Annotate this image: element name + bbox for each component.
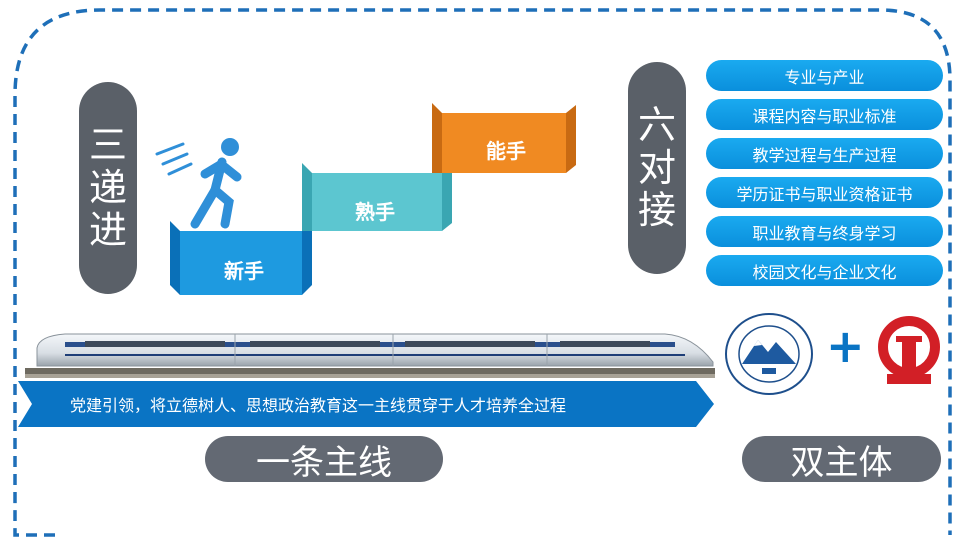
docking-item: 教学过程与生产过程 bbox=[706, 138, 943, 169]
step-skilled-label: 熟手 bbox=[355, 200, 395, 224]
docking-item: 课程内容与职业标准 bbox=[706, 99, 943, 130]
staircase-steps bbox=[170, 103, 576, 295]
step-novice-block bbox=[180, 231, 302, 295]
six-docking-label: 六对接 bbox=[638, 103, 677, 233]
runner-icon bbox=[155, 138, 242, 229]
docking-item: 学历证书与职业资格证书 bbox=[706, 177, 943, 208]
one-main-line-pill: 一条主线 bbox=[205, 436, 443, 483]
step-expert-block bbox=[442, 113, 566, 173]
plus-sign: + bbox=[826, 319, 865, 373]
docking-item: 专业与产业 bbox=[706, 60, 943, 91]
six-docking-pill: 六对接 bbox=[628, 62, 686, 274]
school-emblem bbox=[725, 313, 813, 395]
docking-item: 职业教育与终身学习 bbox=[706, 216, 943, 247]
banner-arrow bbox=[18, 381, 714, 427]
step-skilled-block bbox=[312, 173, 442, 231]
bullet-train bbox=[25, 333, 715, 378]
three-progression-label: 三递进 bbox=[89, 123, 128, 253]
docking-item: 校园文化与企业文化 bbox=[706, 255, 943, 286]
three-progression-pill: 三递进 bbox=[79, 82, 137, 294]
step-novice-label: 新手 bbox=[224, 259, 264, 283]
main-line-banner-text: 党建引领，将立德树人、思想政治教育这一主线贯穿于人才培养全过程 bbox=[70, 396, 567, 415]
step-expert-label: 能手 bbox=[486, 139, 526, 163]
dual-subject-pill: 双主体 bbox=[742, 436, 941, 483]
railway-logo bbox=[878, 316, 940, 384]
